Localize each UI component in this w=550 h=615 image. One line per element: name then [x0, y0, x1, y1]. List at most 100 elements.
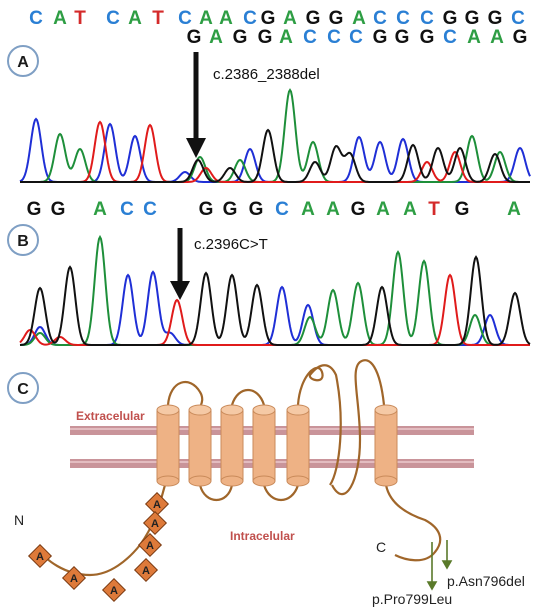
base-letter: C — [143, 199, 157, 220]
base-letter: G — [455, 199, 470, 220]
glyco-diamond — [137, 532, 163, 558]
chromatogram-a — [19, 88, 531, 183]
helix-body — [188, 410, 212, 482]
base-letter: C — [275, 199, 289, 220]
glyco-diamond — [27, 543, 53, 569]
variant-markers — [426, 540, 453, 591]
helix-body — [220, 410, 244, 482]
helix-body — [374, 410, 398, 482]
base-letter: A — [352, 8, 366, 29]
base-letter: G — [351, 199, 366, 220]
base-letter: T — [428, 199, 440, 220]
variant-2-label: p.Pro799Leu — [372, 591, 452, 607]
base-letter: G — [51, 199, 66, 220]
loop-ecl3 — [296, 364, 342, 486]
chromatogram-b — [19, 234, 531, 346]
glyco-diamond — [61, 565, 87, 591]
trace-red — [20, 120, 530, 183]
base-letter: C — [327, 27, 341, 48]
glyco-label: A — [142, 565, 150, 577]
helix-body — [286, 410, 310, 482]
loop-ecl4 — [331, 359, 386, 496]
helix-top — [188, 404, 212, 416]
base-letter: G — [329, 8, 344, 29]
base-letter: A — [467, 27, 481, 48]
base-letter: G — [258, 27, 273, 48]
base-letter: C — [243, 8, 257, 29]
n-terminus-label: N — [14, 512, 24, 528]
base-letter: G — [187, 27, 202, 48]
variant-2-arrow-head — [426, 581, 438, 591]
base-letter: A — [376, 199, 390, 220]
extracellular-label: Extracelular — [76, 409, 145, 423]
base-letter: G — [223, 199, 238, 220]
mutation-arrow-a-head — [186, 138, 206, 158]
helix-bottom — [220, 475, 244, 487]
base-letter: G — [306, 8, 321, 29]
helix-bottom — [286, 475, 310, 487]
base-letter: A — [326, 199, 340, 220]
panel-b-letter: B — [17, 233, 29, 250]
helix-top — [374, 404, 398, 416]
c-terminus-label: C — [376, 539, 386, 555]
loop-ecl1 — [166, 381, 204, 409]
base-letter: G — [443, 8, 458, 29]
helix-bottom — [252, 475, 276, 487]
base-letter: C — [29, 8, 43, 29]
trace-black — [20, 128, 530, 183]
helix-bottom — [156, 475, 180, 487]
helix-body — [156, 410, 180, 482]
base-letter: T — [152, 8, 164, 29]
variant-1-label: p.Asn796del — [447, 573, 525, 589]
base-letter: A — [403, 199, 417, 220]
panel-a-letter: A — [17, 54, 29, 71]
base-letter: A — [219, 8, 233, 29]
base-letter: G — [261, 8, 276, 29]
base-letter: G — [395, 27, 410, 48]
variant-1-arrow-head — [441, 560, 453, 570]
base-letter: A — [128, 8, 142, 29]
c-terminal-tail — [384, 484, 442, 562]
base-letter: C — [120, 199, 134, 220]
trace-red — [19, 273, 530, 346]
annotation-b: c.2396C>T — [194, 236, 268, 253]
base-letter: A — [301, 199, 315, 220]
base-letter: G — [513, 27, 528, 48]
base-letter: C — [178, 8, 192, 29]
panel-c-circle — [7, 372, 39, 404]
base-letter: C — [511, 8, 525, 29]
base-letter: C — [443, 27, 457, 48]
loop-icl1 — [198, 484, 234, 501]
helix-bottom — [374, 475, 398, 487]
helix-top — [252, 404, 276, 416]
trace-black — [19, 255, 531, 346]
base-letter: A — [209, 27, 223, 48]
loop-icl2 — [262, 484, 300, 502]
glyco-label: A — [70, 573, 78, 585]
base-letter: T — [74, 8, 86, 29]
base-letter: C — [349, 27, 363, 48]
loop-ecl2 — [230, 388, 266, 406]
base-letter: A — [199, 8, 213, 29]
base-letter: G — [488, 8, 503, 29]
helix-top — [156, 404, 180, 416]
glyco-label: A — [146, 540, 154, 552]
intracellular-label: Intracelular — [230, 529, 295, 543]
base-letter: A — [53, 8, 67, 29]
helix-top — [286, 404, 310, 416]
mutation-arrow-b-head — [170, 281, 190, 300]
base-letter: G — [199, 199, 214, 220]
base-letter: C — [303, 27, 317, 48]
helix-bottom — [188, 475, 212, 487]
base-letter: A — [490, 27, 504, 48]
base-letter: A — [283, 8, 297, 29]
glyco-label: A — [110, 585, 118, 597]
helix-top — [220, 404, 244, 416]
glyco-diamond — [142, 510, 168, 536]
base-letter: C — [373, 8, 387, 29]
glyco-diamond — [133, 557, 159, 583]
